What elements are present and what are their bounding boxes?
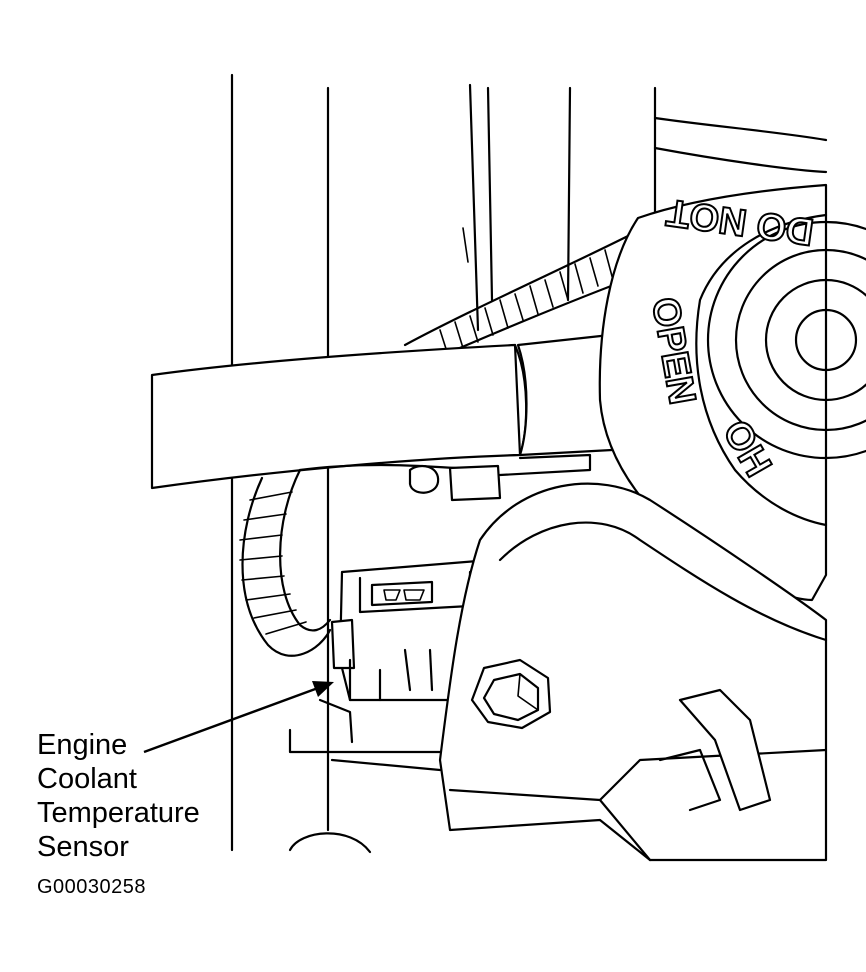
sensor-harness bbox=[239, 453, 592, 657]
callout-line: Sensor bbox=[37, 831, 129, 863]
callout-line: Temperature bbox=[37, 797, 200, 829]
thermostat-housing bbox=[438, 482, 828, 862]
callout-line: Engine bbox=[37, 729, 128, 761]
hex-bolt bbox=[470, 658, 552, 730]
callout-label: Engine Coolant Temperature Sensor bbox=[37, 728, 200, 864]
lower-bracket bbox=[288, 698, 442, 772]
callout-leader bbox=[143, 681, 334, 754]
figure-id: G00030258 bbox=[37, 876, 147, 898]
radiator-cap bbox=[598, 183, 866, 602]
callout-line: Coolant bbox=[37, 763, 137, 795]
coolant-hose bbox=[150, 333, 614, 490]
